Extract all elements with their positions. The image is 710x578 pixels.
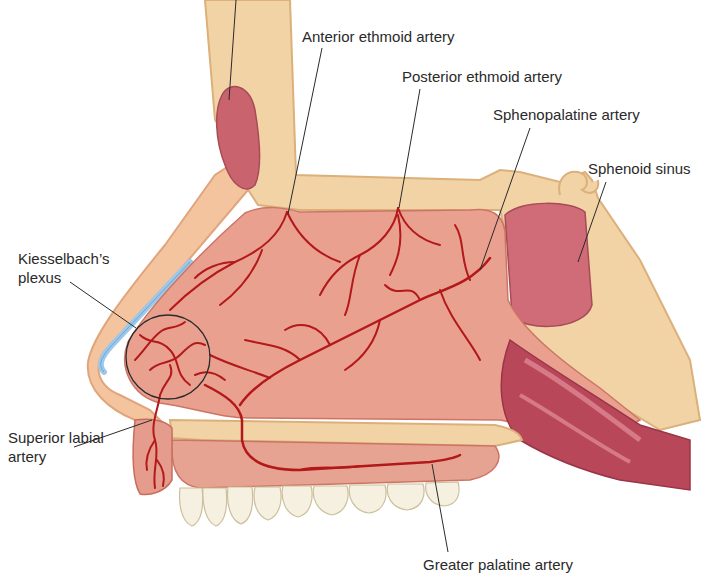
sphenopalatine-artery <box>240 258 490 405</box>
artery-branch <box>385 285 420 300</box>
leader-line <box>288 48 322 214</box>
artery-branch <box>157 460 164 486</box>
kiesselbach-network <box>140 335 190 385</box>
artery-branch <box>220 250 262 305</box>
tooth <box>426 482 459 506</box>
artery-branch <box>455 225 470 280</box>
part-label: Superior labial artery <box>8 428 108 466</box>
artery-branch <box>300 466 360 470</box>
artery-branch <box>345 320 380 370</box>
greater-palatine-artery <box>205 385 460 470</box>
artery-branch <box>285 325 330 345</box>
leader-line <box>578 182 606 262</box>
artery-branch <box>398 208 440 245</box>
artery-branch <box>146 440 155 470</box>
leader-line <box>70 282 136 328</box>
frontal-sinus <box>217 87 260 189</box>
part-label: Posterior ethmoid artery <box>402 67 562 86</box>
kiesselbach-network <box>160 365 171 395</box>
tooth <box>313 486 348 515</box>
part-label: Greater palatine artery <box>423 555 573 574</box>
leader-line <box>399 89 420 208</box>
leader-line <box>229 0 236 100</box>
artery-branch <box>210 355 270 378</box>
artery-branch <box>440 290 480 360</box>
artery-branch <box>195 262 235 278</box>
tooth <box>228 487 253 524</box>
tooth <box>203 488 227 526</box>
anterior-ethmoid-artery <box>170 212 287 310</box>
part-label: Anterior ethmoid artery <box>302 27 455 46</box>
leader-line <box>480 128 530 270</box>
kiesselbach-network <box>150 343 205 370</box>
part-label: Sphenoid sinus <box>588 159 700 178</box>
pharynx <box>501 340 690 490</box>
kiesselbach-network <box>135 322 185 360</box>
pharynx-fold <box>520 395 630 462</box>
tooth <box>254 487 281 520</box>
artery-branch <box>390 215 400 275</box>
tooth <box>282 486 312 517</box>
part-label: Sphenopalatine artery <box>493 105 640 124</box>
leader-lines <box>70 0 606 552</box>
plexus-circle <box>126 315 210 399</box>
teeth <box>180 482 460 526</box>
sphenoid-sinus <box>505 203 592 326</box>
arteries <box>135 208 490 488</box>
artery-branch <box>345 255 360 315</box>
posterior-ethmoid-artery <box>320 208 398 295</box>
tooth <box>349 485 386 513</box>
tooth <box>387 484 424 510</box>
artery-branch <box>245 340 300 360</box>
tooth <box>180 488 203 526</box>
kiesselbach-network <box>195 372 225 380</box>
oral-mucosa <box>172 440 499 488</box>
pharynx-fold <box>525 360 640 440</box>
artery-branch <box>287 212 340 262</box>
leader-line <box>432 464 448 552</box>
part-label: Kiesselbach’s plexus <box>18 249 118 287</box>
